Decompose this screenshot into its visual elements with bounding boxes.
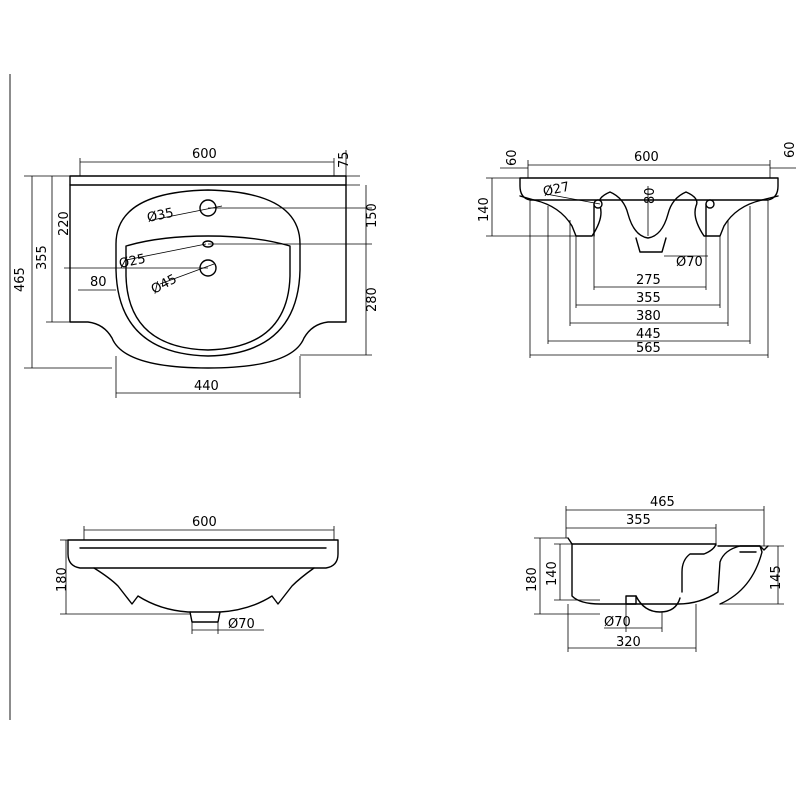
front-view-drain	[189, 611, 221, 623]
section-380-label: 380	[636, 309, 661, 324]
section-basin	[533, 191, 763, 239]
top-view-outline	[69, 175, 347, 369]
top-bowl-width-label: 440	[194, 379, 219, 394]
section-drain	[635, 237, 667, 253]
side-depth-label: 465	[650, 495, 675, 510]
front-view-rim	[67, 539, 339, 569]
top-220-label: 220	[57, 211, 72, 236]
front-height-label: 180	[55, 567, 70, 592]
front-drain-label: Ø70	[228, 617, 255, 632]
top-overflow-hole-label: Ø25	[118, 252, 147, 272]
side-140-label: 140	[545, 561, 560, 586]
side-view-drain	[635, 595, 681, 613]
side-355-label: 355	[626, 513, 651, 528]
top-depth-label: 465	[13, 267, 28, 292]
side-view-outline	[567, 537, 769, 605]
side-320-label: 320	[616, 635, 641, 650]
section-140-label: 140	[477, 197, 492, 222]
side-view: 465 355 180 140 145 Ø70 320	[525, 495, 784, 652]
section-275-label: 275	[636, 273, 661, 288]
side-view-rim	[717, 545, 763, 605]
top-280-label: 280	[365, 287, 380, 312]
section-rim-left-label: 60	[505, 149, 520, 166]
section-565-label: 565	[636, 341, 661, 356]
side-145-label: 145	[769, 565, 784, 590]
side-180-label: 180	[525, 567, 540, 592]
top-view: 600 75 465 355 220 Ø35 Ø25 Ø45 80 150 28…	[13, 147, 380, 398]
top-355-label: 355	[35, 245, 50, 270]
section-hole-label: Ø27	[542, 180, 571, 200]
section-355-label: 355	[636, 291, 661, 306]
top-view-bowl	[115, 189, 301, 357]
front-width-label: 600	[192, 515, 217, 530]
section-445-label: 445	[636, 327, 661, 342]
section-width-label: 600	[634, 150, 659, 165]
section-drop-80-label: 80	[643, 187, 658, 204]
top-tap-hole-label: Ø35	[146, 206, 175, 226]
section-drain-label: Ø70	[676, 255, 703, 270]
top-150-label: 150	[365, 203, 380, 228]
top-width-label: 600	[192, 147, 217, 162]
front-view: 600 180 Ø70	[55, 515, 339, 634]
front-view-basin	[93, 567, 315, 613]
top-lip-label: 75	[337, 151, 352, 168]
side-view-basin	[571, 543, 717, 593]
top-view-basin	[125, 235, 291, 351]
top-drain-hole-label: Ø45	[149, 272, 180, 298]
top-side-80-label: 80	[90, 275, 107, 290]
section-rim-right-label: 60	[783, 141, 798, 158]
side-drain-label: Ø70	[604, 615, 631, 630]
section-hole-icon-right	[705, 199, 715, 209]
front-section-view: 600 60 60 140 Ø27 80 Ø70 275 355 380 445…	[477, 141, 798, 358]
